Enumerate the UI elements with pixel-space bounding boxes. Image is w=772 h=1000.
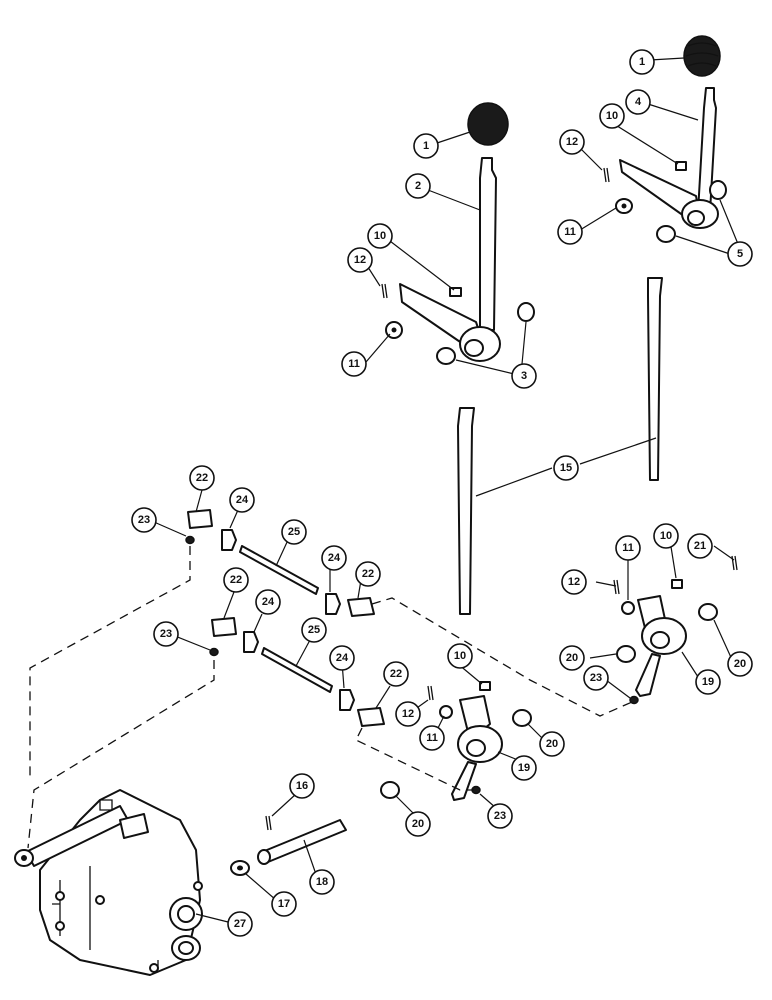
callout-22: 22 bbox=[362, 568, 374, 580]
callout-27: 27 bbox=[234, 918, 246, 930]
callout-17: 17 bbox=[278, 898, 290, 910]
bushing-20b bbox=[616, 645, 636, 663]
rod-assembly-upper bbox=[185, 509, 375, 617]
bushing-20a bbox=[698, 603, 718, 621]
rod-assembly-lower bbox=[209, 617, 491, 727]
callout-20: 20 bbox=[546, 738, 558, 750]
callout-3: 3 bbox=[521, 370, 527, 382]
knob-right bbox=[683, 35, 721, 77]
callout-11: 11 bbox=[426, 732, 438, 744]
callout-12: 12 bbox=[354, 254, 366, 266]
callout-1: 1 bbox=[639, 56, 645, 68]
clevis-22c bbox=[211, 617, 237, 637]
callout-23: 23 bbox=[160, 628, 172, 640]
clevis-22a bbox=[187, 509, 213, 529]
links-15 bbox=[457, 277, 663, 615]
nut-23b bbox=[209, 647, 219, 657]
callout-15: 15 bbox=[560, 462, 572, 474]
callout-22: 22 bbox=[196, 472, 208, 484]
callout-12: 12 bbox=[566, 136, 578, 148]
callout-24: 24 bbox=[328, 552, 341, 564]
bushing-3a bbox=[517, 302, 535, 322]
pin-12-right bbox=[603, 167, 610, 183]
link-15-right bbox=[647, 277, 663, 481]
callout-5: 5 bbox=[737, 248, 743, 260]
bushing-20d bbox=[380, 781, 400, 799]
callout-10: 10 bbox=[374, 230, 386, 242]
nut-24d bbox=[339, 689, 355, 711]
callout-19: 19 bbox=[518, 762, 530, 774]
callout-11: 11 bbox=[564, 226, 576, 238]
callout-20: 20 bbox=[566, 652, 578, 664]
callout-23: 23 bbox=[590, 672, 602, 684]
bolt-10-right-lower bbox=[671, 579, 683, 589]
callout-23: 23 bbox=[494, 810, 506, 822]
callout-12: 12 bbox=[402, 708, 414, 720]
nut-24a bbox=[221, 529, 237, 551]
rod-25b bbox=[261, 647, 333, 693]
callout-22: 22 bbox=[230, 574, 242, 586]
callouts: 1 1 2 4 10 12 11 5 10 12 11 3 15 22 23 2… bbox=[131, 49, 753, 937]
callout-1: 1 bbox=[423, 140, 429, 152]
dashed-linkage-paths bbox=[27, 546, 633, 849]
bellcrank-right bbox=[613, 555, 738, 705]
callout-20: 20 bbox=[734, 658, 746, 670]
callout-21: 21 bbox=[694, 540, 706, 552]
callout-20: 20 bbox=[412, 818, 424, 830]
nut-23a bbox=[185, 535, 195, 545]
clevis-22b bbox=[347, 597, 375, 617]
callout-16: 16 bbox=[296, 780, 308, 792]
bushing-5b bbox=[656, 225, 676, 243]
callout-4: 4 bbox=[635, 96, 642, 108]
shaft-assembly bbox=[230, 815, 347, 876]
nut-23c bbox=[629, 695, 639, 705]
pin-21 bbox=[731, 555, 738, 571]
callout-11: 11 bbox=[348, 358, 360, 370]
lever-2 bbox=[479, 157, 497, 331]
link-15-left bbox=[457, 407, 475, 615]
bellcrank-left bbox=[380, 695, 532, 801]
bolt-10-right bbox=[675, 161, 687, 171]
pin-12-lower bbox=[427, 685, 434, 701]
rod-25a bbox=[239, 545, 319, 595]
callout-24: 24 bbox=[236, 494, 249, 506]
bolt-10-middle bbox=[449, 287, 462, 297]
pin-12-middle bbox=[381, 283, 388, 299]
callout-25: 25 bbox=[288, 526, 300, 538]
callout-24: 24 bbox=[262, 596, 275, 608]
callout-25: 25 bbox=[308, 624, 320, 636]
callout-23: 23 bbox=[138, 514, 150, 526]
callout-10: 10 bbox=[606, 110, 618, 122]
callout-10: 10 bbox=[660, 530, 672, 542]
bolt-10-lower bbox=[479, 681, 491, 691]
pin-16 bbox=[265, 815, 272, 831]
callout-2: 2 bbox=[415, 180, 421, 192]
knob-middle bbox=[467, 102, 509, 146]
lever-assembly-middle bbox=[381, 102, 535, 365]
lever-4 bbox=[697, 87, 717, 213]
nut-24c bbox=[243, 631, 259, 653]
lever-assembly-right bbox=[603, 35, 727, 243]
valve-body-27 bbox=[14, 789, 203, 976]
washer-11-lower bbox=[439, 705, 453, 719]
bushing-3b bbox=[436, 347, 456, 365]
nut-24b bbox=[325, 593, 341, 615]
callout-24: 24 bbox=[336, 652, 349, 664]
bushing-20c bbox=[512, 709, 532, 727]
callout-18: 18 bbox=[316, 876, 328, 888]
callout-22: 22 bbox=[390, 668, 402, 680]
washer-11-right-lower bbox=[621, 601, 635, 615]
callout-10: 10 bbox=[454, 650, 466, 662]
pin-12-right-lower bbox=[613, 579, 620, 595]
callout-11: 11 bbox=[622, 542, 634, 554]
bushing-5a bbox=[709, 180, 727, 200]
clevis-22d bbox=[357, 707, 385, 727]
callout-19: 19 bbox=[702, 676, 714, 688]
callout-12: 12 bbox=[568, 576, 580, 588]
